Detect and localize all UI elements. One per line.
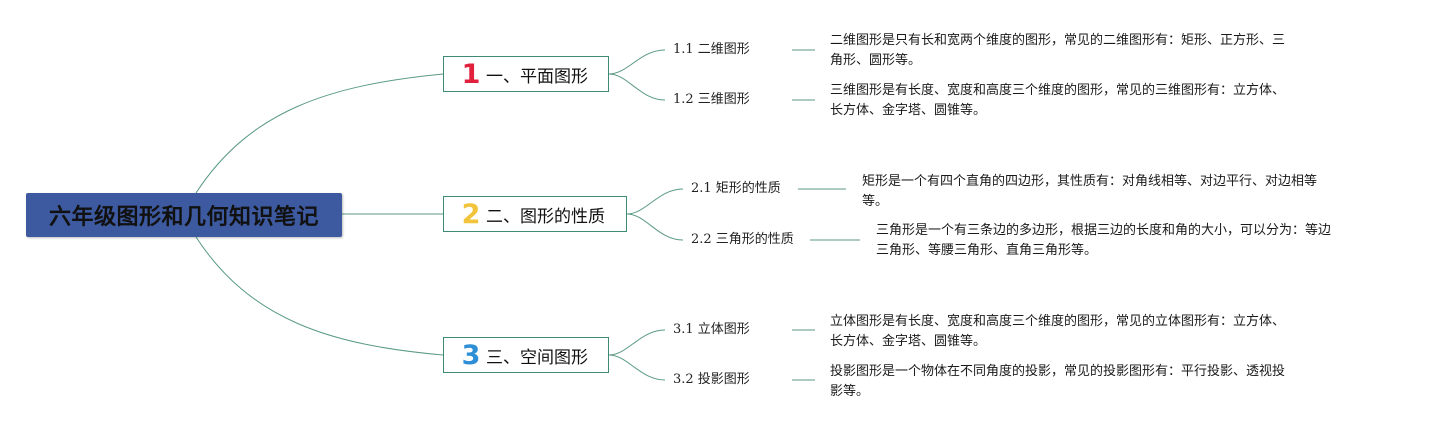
subtopic-label: 2.1 矩形的性质 bbox=[691, 181, 781, 196]
root-title: 六年级图形和几何知识笔记 bbox=[48, 205, 319, 230]
description-line: 三维图形是有长度、宽度和高度三个维度的图形，常见的三维图形有：立方体、 bbox=[830, 83, 1286, 98]
subtopic-node-triangle-properties[interactable]: 2.2 三角形的性质 bbox=[691, 232, 794, 248]
section-title: 三、空间图形 bbox=[486, 347, 588, 368]
section-number-1: 1 bbox=[461, 58, 481, 90]
connector-section-1-to-sub-1 bbox=[608, 49, 666, 75]
description-line: 投影图形是一个物体在不同角度的投影，常见的投影图形有：平行投影、透视投 bbox=[830, 364, 1286, 379]
description-line: 三角形、等腰三角形、直角三角形等。 bbox=[876, 243, 1098, 258]
description-projection-figures: 投影图形是一个物体在不同角度的投影，常见的投影图形有：平行投影、透视投 影等。 bbox=[830, 362, 1285, 402]
section-node-plane-figures[interactable]: 1 一、平面图形 bbox=[443, 56, 609, 92]
section-number-3: 3 bbox=[461, 339, 481, 371]
description-2d-figures: 二维图形是只有长和宽两个维度的图形，常见的二维图形有：矩形、正方形、三 角形、圆… bbox=[830, 31, 1285, 71]
description-3d-figures: 三维图形是有长度、宽度和高度三个维度的图形，常见的三维图形有：立方体、 长方体、… bbox=[830, 81, 1285, 121]
connector-section-2-to-sub-1 bbox=[626, 188, 684, 215]
connector-section-3-to-sub-2 bbox=[608, 354, 666, 381]
connector-section-2-to-sub-2 bbox=[626, 213, 684, 241]
description-line: 二维图形是只有长和宽两个维度的图形，常见的二维图形有：矩形、正方形、三 bbox=[830, 33, 1286, 48]
subtopic-node-solid-figures[interactable]: 3.1 立体图形 bbox=[673, 322, 750, 338]
section-node-figure-properties[interactable]: 2 二、图形的性质 bbox=[443, 196, 627, 232]
connector-root-to-section-3 bbox=[195, 236, 444, 356]
subtopic-node-2d-figures[interactable]: 1.1 二维图形 bbox=[673, 42, 750, 58]
description-line: 矩形是一个有四个直角的四边形，其性质有：对角线相等、对边平行、对边相等 bbox=[862, 174, 1318, 189]
root-node[interactable]: 六年级图形和几何知识笔记 bbox=[26, 193, 342, 237]
section-node-spatial-figures[interactable]: 3 三、空间图形 bbox=[443, 337, 609, 373]
subtopic-node-3d-figures[interactable]: 1.2 三维图形 bbox=[673, 92, 750, 108]
subtopic-node-rectangle-properties[interactable]: 2.1 矩形的性质 bbox=[691, 181, 781, 197]
description-line: 长方体、金字塔、圆锥等。 bbox=[830, 103, 987, 118]
subtopic-label: 3.1 立体图形 bbox=[673, 322, 750, 337]
connector-section-1-to-sub-2 bbox=[608, 73, 666, 101]
description-triangle-properties: 三角形是一个有三条边的多边形，根据三边的长度和角的大小，可以分为：等边 三角形、… bbox=[876, 221, 1331, 261]
subtopic-label: 2.2 三角形的性质 bbox=[691, 232, 794, 247]
section-title: 一、平面图形 bbox=[486, 66, 588, 87]
subtopic-label: 3.2 投影图形 bbox=[673, 372, 750, 387]
description-solid-figures: 立体图形是有长度、宽度和高度三个维度的图形，常见的立体图形有：立方体、 长方体、… bbox=[830, 312, 1285, 352]
description-line: 角形、圆形等。 bbox=[830, 53, 922, 68]
section-number-2: 2 bbox=[461, 198, 481, 230]
section-title: 二、图形的性质 bbox=[486, 206, 605, 227]
subtopic-node-projection-figures[interactable]: 3.2 投影图形 bbox=[673, 372, 750, 388]
connector-section-3-to-sub-1 bbox=[608, 329, 666, 356]
subtopic-label: 1.2 三维图形 bbox=[673, 92, 750, 107]
description-line: 立体图形是有长度、宽度和高度三个维度的图形，常见的立体图形有：立方体、 bbox=[830, 314, 1286, 329]
subtopic-label: 1.1 二维图形 bbox=[673, 42, 750, 57]
description-line: 长方体、金字塔、圆锥等。 bbox=[830, 334, 987, 349]
connector-root-to-section-1 bbox=[195, 73, 444, 194]
description-rectangle-properties: 矩形是一个有四个直角的四边形，其性质有：对角线相等、对边平行、对边相等 等。 bbox=[862, 172, 1317, 212]
description-line: 等。 bbox=[862, 194, 889, 209]
description-line: 三角形是一个有三条边的多边形，根据三边的长度和角的大小，可以分为：等边 bbox=[876, 223, 1332, 238]
description-line: 影等。 bbox=[830, 384, 870, 399]
